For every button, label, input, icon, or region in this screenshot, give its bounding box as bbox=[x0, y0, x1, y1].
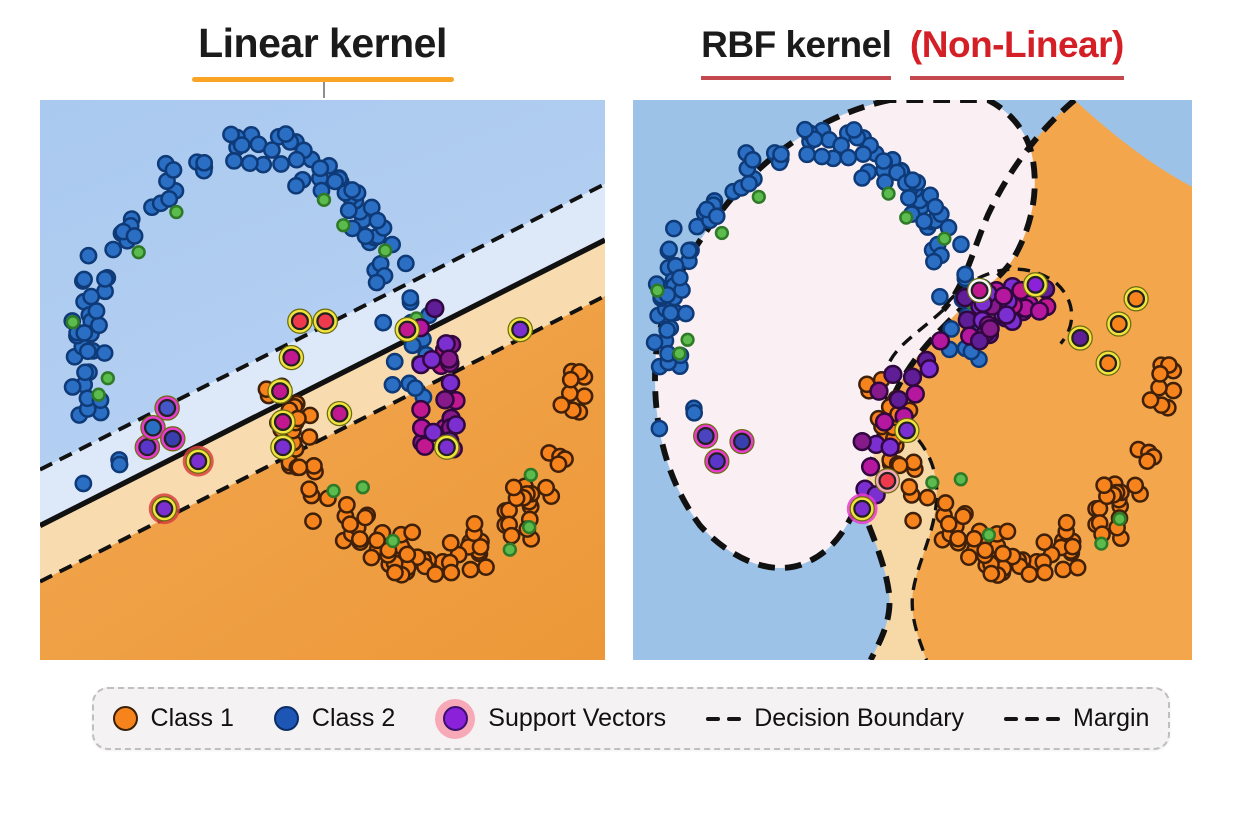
legend-item-decision-boundary: Decision Boundary bbox=[706, 704, 964, 733]
linear-kernel-title-text: Linear kernel bbox=[198, 20, 447, 66]
legend-item-class2: Class 2 bbox=[273, 704, 396, 733]
legend: Class 1 Class 2 Support Vectors Decision… bbox=[92, 687, 1170, 750]
legend-label-decision-boundary: Decision Boundary bbox=[754, 704, 965, 732]
legend-label-support-vectors: Support Vectors bbox=[488, 704, 667, 732]
linear-title-underline bbox=[191, 77, 454, 82]
margin-dash-icon bbox=[1004, 716, 1061, 721]
rbf-kernel-plot bbox=[633, 100, 1192, 660]
linear-kernel-plot bbox=[40, 100, 605, 660]
support-vector-halo-icon bbox=[435, 698, 476, 739]
decision-boundary-dash-icon bbox=[706, 716, 742, 721]
linear-kernel-title: Linear kernel bbox=[40, 20, 605, 98]
title-tick-mark bbox=[322, 82, 325, 98]
class2-dot-icon bbox=[273, 706, 299, 731]
legend-item-support-vectors: Support Vectors bbox=[435, 698, 667, 739]
legend-item-margin: Margin bbox=[1004, 704, 1149, 733]
rbf-kernel-title: RBF kernel (Non-Linear) bbox=[633, 24, 1192, 80]
rbf-kernel-title-text: RBF kernel bbox=[701, 24, 892, 80]
legend-label-class1: Class 1 bbox=[150, 704, 234, 732]
legend-item-class1: Class 1 bbox=[112, 704, 234, 733]
support-vector-dot-icon bbox=[442, 706, 468, 731]
legend-label-class2: Class 2 bbox=[311, 704, 396, 732]
non-linear-title-text: (Non-Linear) bbox=[909, 24, 1124, 80]
class1-dot-icon bbox=[112, 706, 138, 731]
legend-label-margin: Margin bbox=[1073, 704, 1150, 732]
